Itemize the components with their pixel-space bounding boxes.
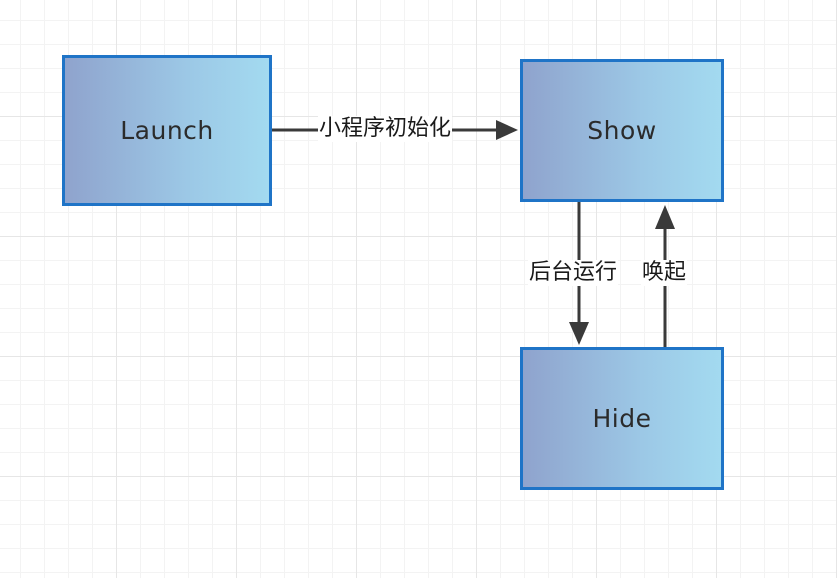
edge-hide-to-show	[655, 205, 675, 347]
edge-label-wake: 唤起	[641, 260, 688, 286]
edge-label-background: 后台运行	[528, 260, 619, 286]
launch-node: Launch	[62, 55, 272, 206]
edge-label-init: 小程序初始化	[318, 116, 453, 142]
hide-node: Hide	[520, 347, 724, 490]
launch-node-label: Launch	[120, 116, 214, 145]
show-node: Show	[520, 59, 724, 202]
arrowhead-down-icon	[569, 322, 589, 345]
show-node-label: Show	[587, 116, 657, 145]
arrowhead-right-icon	[496, 120, 518, 140]
hide-node-label: Hide	[592, 404, 652, 433]
arrowhead-up-icon	[655, 205, 675, 229]
